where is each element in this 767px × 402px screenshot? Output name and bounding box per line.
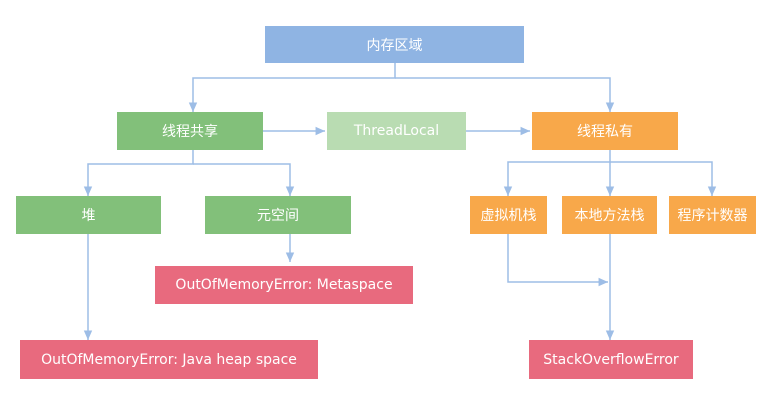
node-native-method-stack: 本地方法栈 xyxy=(562,196,657,234)
edge-private-branch xyxy=(503,150,611,196)
edge-vm-stack-to-error xyxy=(507,234,608,287)
node-metaspace: 元空间 xyxy=(205,196,351,234)
edge-shared-branch xyxy=(83,150,194,196)
node-memory-area: 内存区域 xyxy=(265,26,524,63)
node-vm-stack: 虚拟机栈 xyxy=(470,196,547,234)
node-stack-overflow-error: StackOverflowError xyxy=(529,340,693,379)
node-heap-error: OutOfMemoryError: Java heap space xyxy=(20,340,318,379)
edge-shared-to-metaspace xyxy=(193,163,295,196)
node-threadlocal: ThreadLocal xyxy=(327,112,466,150)
node-program-counter: 程序计数器 xyxy=(669,196,756,234)
node-thread-shared: 线程共享 xyxy=(117,112,263,150)
node-metaspace-error: OutOfMemoryError: Metaspace xyxy=(155,266,413,304)
node-heap: 堆 xyxy=(16,196,161,234)
edge-root-to-private xyxy=(395,77,615,112)
edge-private-to-pc-register xyxy=(610,161,717,196)
edge-root-branch xyxy=(188,63,396,112)
node-thread-private: 线程私有 xyxy=(532,112,678,150)
